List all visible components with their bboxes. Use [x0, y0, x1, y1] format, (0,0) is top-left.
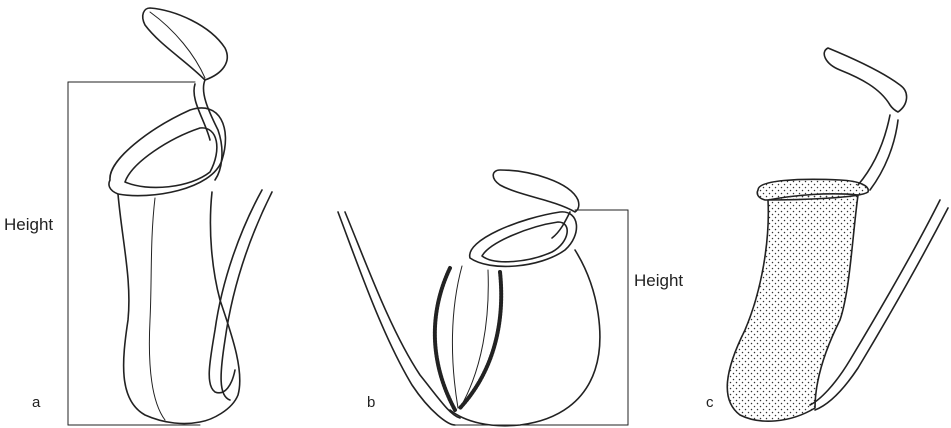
lid-a	[143, 8, 228, 80]
pitcher-body-c	[727, 194, 858, 421]
panel-label-c: c	[706, 394, 714, 411]
height-bracket-b	[455, 210, 628, 425]
height-bracket-a	[68, 82, 200, 425]
height-label-a: Height	[4, 215, 53, 235]
panel-label-b: b	[367, 394, 375, 411]
pitcher-body-b	[450, 250, 600, 426]
lid-b	[493, 170, 579, 212]
hairy-wing-b-right	[460, 272, 501, 408]
lid-c	[824, 48, 906, 112]
pitcher-c	[727, 48, 948, 421]
pitcher-a	[68, 8, 272, 425]
pitcher-b	[338, 170, 628, 426]
height-label-b: Height	[634, 271, 683, 291]
panel-label-a: a	[32, 394, 40, 411]
